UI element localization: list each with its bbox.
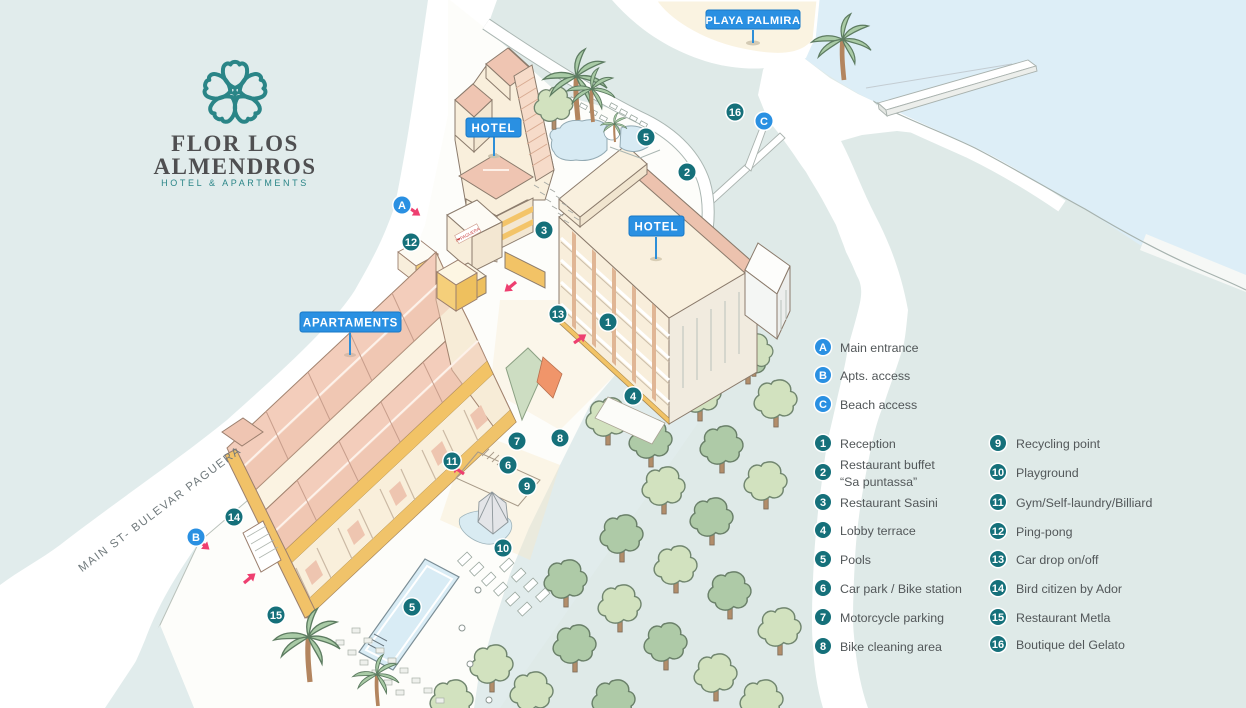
svg-text:Car drop on/off: Car drop on/off	[1016, 553, 1099, 567]
svg-text:Restaurant Metla: Restaurant Metla	[1016, 611, 1110, 625]
svg-text:9: 9	[995, 438, 1001, 450]
svg-text:2: 2	[684, 167, 690, 179]
svg-text:A: A	[398, 200, 406, 212]
svg-text:11: 11	[992, 497, 1004, 509]
svg-text:2: 2	[820, 467, 826, 479]
svg-text:8: 8	[557, 433, 563, 445]
svg-text:4: 4	[630, 391, 637, 403]
svg-text:6: 6	[820, 583, 826, 595]
svg-text:Bike cleaning area: Bike cleaning area	[840, 640, 942, 654]
svg-text:14: 14	[992, 583, 1005, 595]
svg-text:12: 12	[992, 526, 1004, 538]
svg-text:7: 7	[514, 436, 520, 448]
svg-text:C: C	[760, 116, 768, 128]
svg-text:Ping-pong: Ping-pong	[1016, 525, 1073, 539]
svg-text:Motorcycle parking: Motorcycle parking	[840, 611, 944, 625]
svg-text:4: 4	[820, 525, 827, 537]
svg-text:3: 3	[820, 497, 826, 509]
svg-text:C: C	[819, 399, 827, 411]
svg-text:ALMENDROS: ALMENDROS	[153, 154, 316, 179]
svg-text:7: 7	[820, 612, 826, 624]
svg-text:13: 13	[992, 554, 1004, 566]
svg-text:PLAYA PALMIRA: PLAYA PALMIRA	[706, 15, 801, 27]
svg-text:10: 10	[497, 543, 509, 555]
svg-text:11: 11	[446, 456, 458, 468]
svg-text:Restaurant Sasini: Restaurant Sasini	[840, 496, 938, 510]
svg-text:Recycling point: Recycling point	[1016, 437, 1101, 451]
svg-text:1: 1	[820, 438, 826, 450]
svg-text:HOTEL: HOTEL	[472, 123, 516, 135]
svg-text:1: 1	[605, 317, 611, 329]
svg-text:Apts. access: Apts. access	[840, 369, 910, 383]
svg-text:6: 6	[505, 460, 511, 472]
svg-text:B: B	[819, 370, 827, 382]
svg-text:5: 5	[643, 132, 649, 144]
svg-text:14: 14	[228, 512, 241, 524]
svg-text:9: 9	[524, 481, 530, 493]
svg-text:Beach access: Beach access	[840, 398, 917, 412]
svg-text:15: 15	[992, 612, 1004, 624]
svg-text:15: 15	[270, 610, 282, 622]
svg-text:Boutique del Gelato: Boutique del Gelato	[1016, 638, 1125, 652]
svg-text:Pools: Pools	[840, 553, 871, 567]
svg-text:12: 12	[405, 237, 417, 249]
svg-text:Lobby terrace: Lobby terrace	[840, 524, 916, 538]
svg-text:3: 3	[541, 225, 547, 237]
svg-text:5: 5	[820, 554, 826, 566]
svg-text:Reception: Reception	[840, 437, 896, 451]
svg-text:HOTEL & APARTMENTS: HOTEL & APARTMENTS	[161, 178, 309, 188]
svg-text:Restaurant buffet: Restaurant buffet	[840, 458, 935, 472]
svg-text:HOTEL: HOTEL	[635, 222, 679, 234]
svg-text:Main entrance: Main entrance	[840, 341, 919, 355]
svg-text:Playground: Playground	[1016, 466, 1079, 480]
svg-text:Bird citizen by Ador: Bird citizen by Ador	[1016, 582, 1122, 596]
svg-text:16: 16	[729, 107, 741, 119]
svg-text:APARTAMENTS: APARTAMENTS	[303, 318, 398, 330]
svg-text:B: B	[192, 532, 200, 544]
svg-text:8: 8	[820, 641, 826, 653]
svg-text:13: 13	[552, 309, 564, 321]
svg-text:Car park / Bike station: Car park / Bike station	[840, 582, 962, 596]
svg-text:FLOR LOS: FLOR LOS	[171, 131, 299, 156]
svg-text:16: 16	[992, 639, 1004, 651]
svg-text:Gym/Self-laundry/Billiard: Gym/Self-laundry/Billiard	[1016, 496, 1152, 510]
svg-text:“Sa puntassa”: “Sa puntassa”	[840, 475, 917, 489]
svg-text:5: 5	[409, 602, 415, 614]
svg-text:A: A	[819, 342, 827, 354]
svg-text:10: 10	[992, 467, 1004, 479]
